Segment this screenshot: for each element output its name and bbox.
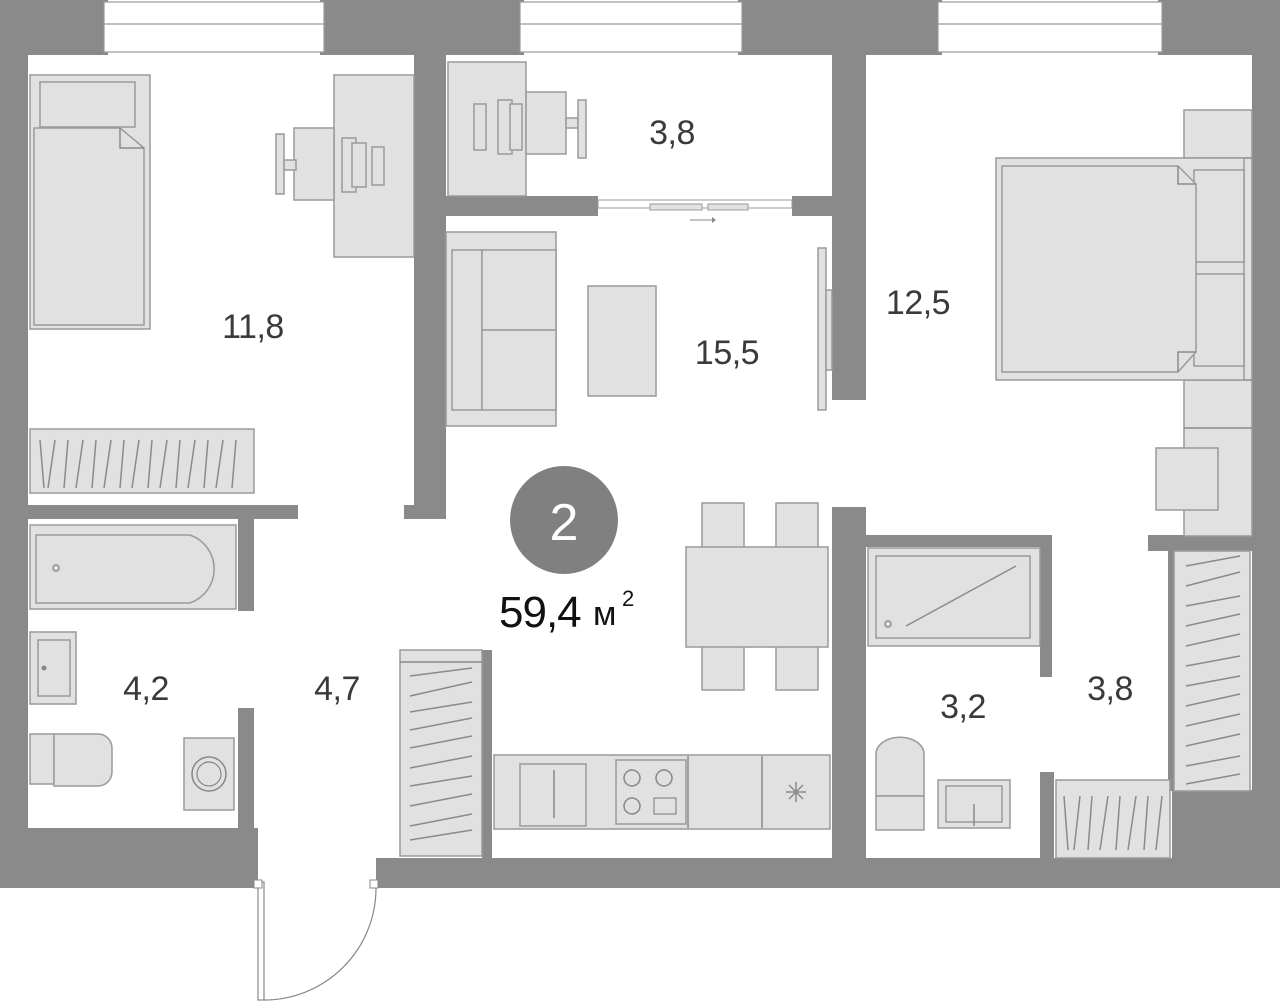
tv-stand [817, 247, 833, 411]
rooms-badge: 2 [510, 466, 618, 574]
dining-set [685, 502, 829, 691]
wardrobe-closet-right [1173, 550, 1251, 792]
bathtub [29, 524, 237, 610]
washing-machine [183, 737, 235, 811]
entrance-door [253, 879, 379, 1001]
coffee-table [587, 285, 657, 397]
sliding-door [597, 199, 793, 223]
total-area: 59,4 м 2 [499, 586, 634, 637]
kitchen-counter [493, 754, 831, 830]
bed-single [29, 74, 151, 330]
toilet-bath [29, 733, 113, 787]
room-area-label: 15,5 [695, 334, 759, 372]
wardrobe-hall [399, 649, 483, 857]
room-area-label: 4,2 [123, 670, 169, 708]
desk-office [447, 61, 587, 197]
rooms-count: 2 [550, 494, 579, 552]
desk-bedroom [275, 74, 415, 258]
room-area-label: 3,8 [1087, 670, 1133, 708]
sofa [445, 231, 557, 427]
room-area-label: 12,5 [886, 284, 950, 322]
sink-wc [937, 779, 1011, 829]
room-area-label: 4,7 [314, 670, 360, 708]
double-bed [995, 157, 1245, 381]
armchair [1155, 447, 1219, 511]
room-area-label: 3,2 [940, 688, 986, 726]
toilet-wc [875, 736, 925, 831]
windows [103, 1, 1163, 53]
shower-tray [867, 547, 1041, 647]
wardrobe-closet-bottom [1055, 779, 1171, 859]
exterior-walls [0, 0, 1280, 888]
wardrobe-left [29, 428, 255, 494]
room-area-label: 3,8 [649, 114, 695, 152]
room-area-label: 11,8 [222, 308, 284, 346]
interior-walls [28, 55, 1252, 888]
total-area-unit-power: 2 [622, 586, 634, 611]
sink-bath [29, 631, 77, 705]
total-area-unit: м [593, 595, 616, 633]
total-area-value: 59,4 [499, 588, 581, 637]
